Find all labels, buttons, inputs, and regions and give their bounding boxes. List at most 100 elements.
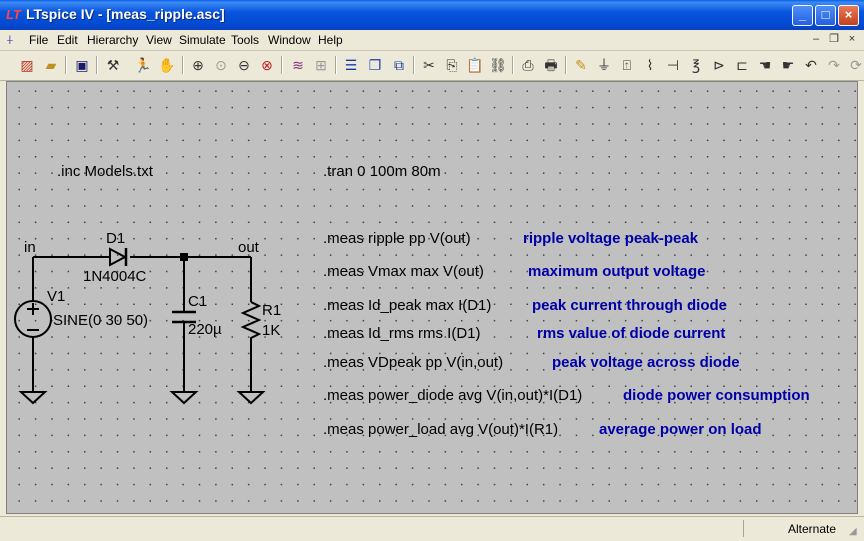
cascade-windows-icon[interactable]: ❐ [368, 57, 382, 73]
menu-window[interactable]: Window [268, 33, 311, 47]
toolbar-separator [65, 56, 67, 74]
schematic-drawing: .inc Models.txt .tran 0 100m 80m in out … [14, 163, 810, 438]
print-icon[interactable]: 🖶 [544, 57, 558, 73]
resize-grip-icon[interactable]: ◢ [849, 526, 857, 537]
diode-symbol-icon[interactable]: ⊳ [713, 57, 725, 73]
junction-dot [180, 253, 188, 261]
zoom-in-icon[interactable]: ⊕ [192, 57, 204, 73]
redo-icon[interactable]: ↷ [828, 57, 840, 73]
autorange-icon[interactable]: ≋ [292, 57, 304, 73]
toolbar: ▨ ▰ ▣ ⚒ 🏃 ✋ ⊕ ⊙ ⊖ ⊗ ≋ ⊞ ☰ ❐ ⧉ ✂ ⎘ 📋 ⛓ ⎙ … [0, 51, 864, 81]
d1-value[interactable]: 1N4004C [83, 268, 147, 285]
toolbar-separator [281, 56, 283, 74]
meas-command[interactable]: .meas Vmax max V(out) [323, 263, 484, 280]
label-net-icon[interactable]: ⍐ [622, 57, 632, 73]
ground-c1-symbol[interactable] [169, 391, 199, 405]
ground-symbol-icon[interactable]: ⏚ [597, 57, 611, 73]
meas-command[interactable]: .meas power_diode avg V(in,out)*I(D1) [323, 387, 582, 404]
capacitor-symbol-icon[interactable]: ⊣ [666, 57, 680, 73]
toolbar-separator [96, 56, 98, 74]
tile-horizontal-icon[interactable]: ☰ [344, 57, 358, 73]
save-icon[interactable]: ▣ [75, 57, 89, 73]
net-label-in[interactable]: in [24, 239, 36, 256]
window-title: LTspice IV - [meas_ripple.asc] [26, 6, 225, 22]
meas-comment[interactable]: diode power consumption [623, 387, 810, 404]
menu-help[interactable]: Help [318, 33, 343, 47]
voltage-source-v1-symbol[interactable] [14, 300, 52, 338]
menu-hierarchy[interactable]: Hierarchy [87, 33, 139, 47]
r1-name[interactable]: R1 [262, 302, 281, 319]
meas-comment[interactable]: rms value of diode current [537, 325, 725, 342]
toolbar-separator [182, 56, 184, 74]
zoom-fit-icon[interactable]: ⊗ [261, 57, 273, 73]
menu-bar: ⍭ File Edit Hierarchy View Simulate Tool… [0, 30, 864, 51]
menu-view[interactable]: View [146, 33, 172, 47]
draw-wire-pencil-icon[interactable]: ✎ [575, 57, 587, 73]
meas-comment[interactable]: maximum output voltage [528, 263, 706, 280]
title-bar[interactable]: LT LTspice IV - [meas_ripple.asc] _ □ × [0, 0, 864, 30]
copy-icon[interactable]: ⎘ [446, 57, 458, 73]
ground-v1-symbol[interactable] [18, 391, 48, 405]
directive-include[interactable]: .inc Models.txt [57, 163, 154, 180]
inductor-symbol-icon[interactable]: ℥ [691, 57, 701, 73]
drag-hand-icon[interactable]: ☛ [781, 57, 795, 73]
ground-r1-symbol[interactable] [236, 391, 266, 405]
print-preview-icon[interactable]: ⎙ [522, 57, 534, 73]
meas-comment[interactable]: peak voltage across diode [552, 354, 740, 371]
directive-tran[interactable]: .tran 0 100m 80m [323, 163, 441, 180]
tile-vertical-icon[interactable]: ⧉ [394, 57, 404, 73]
meas-command[interactable]: .meas Id_peak max I(D1) [323, 297, 491, 314]
menu-simulate[interactable]: Simulate [179, 33, 226, 47]
paste-icon[interactable]: 📋 [466, 57, 484, 73]
meas-command[interactable]: .meas power_load avg V(out)*I(R1) [323, 421, 558, 438]
menu-file[interactable]: File [29, 33, 49, 47]
mdi-restore-button[interactable]: ❐ [829, 33, 839, 45]
toolbar-separator [512, 56, 514, 74]
document-icon[interactable]: ⍭ [6, 32, 14, 47]
menu-tools[interactable]: Tools [231, 33, 260, 47]
control-panel-hammer-icon[interactable]: ⚒ [106, 57, 120, 73]
toolbar-separator [413, 56, 415, 74]
meas-command[interactable]: .meas Id_rms rms I(D1) [323, 325, 481, 342]
meas-comment[interactable]: average power on load [599, 421, 762, 438]
c1-name[interactable]: C1 [188, 293, 207, 310]
new-schematic-icon[interactable]: ▨ [20, 57, 34, 73]
halt-hand-icon[interactable]: ✋ [158, 57, 176, 73]
open-folder-icon[interactable]: ▰ [45, 57, 57, 73]
schematic-canvas[interactable]: .inc Models.txt .tran 0 100m 80m in out … [6, 81, 858, 514]
r1-value[interactable]: 1K [262, 322, 280, 339]
zoom-pan-icon[interactable]: ⊙ [215, 57, 227, 73]
find-binoculars-icon[interactable]: ⛓ [489, 57, 507, 73]
status-panel [743, 520, 844, 537]
c1-value[interactable]: 220µ [188, 321, 222, 338]
meas-command[interactable]: .meas VDpeak pp V(in,out) [323, 354, 503, 371]
d1-name[interactable]: D1 [106, 230, 125, 247]
zoom-out-icon[interactable]: ⊖ [238, 57, 250, 73]
component-symbol-icon[interactable]: ⊏ [736, 57, 748, 73]
net-label-out[interactable]: out [238, 239, 260, 256]
undo-icon[interactable]: ↶ [805, 57, 817, 73]
minimize-button[interactable]: _ [792, 5, 813, 26]
close-button[interactable]: × [838, 5, 859, 26]
diode-d1-symbol[interactable] [109, 247, 128, 267]
add-trace-icon[interactable]: ⊞ [315, 57, 327, 73]
mdi-close-button[interactable]: × [848, 33, 856, 45]
status-mode-text: Alternate [787, 522, 836, 536]
move-hand-icon[interactable]: ☚ [758, 57, 772, 73]
mdi-minimize-button[interactable]: – [812, 33, 820, 45]
resistor-r1-symbol[interactable] [240, 301, 262, 342]
rotate-icon[interactable]: ⟳ [850, 57, 862, 73]
meas-command[interactable]: .meas ripple pp V(out) [323, 230, 471, 247]
v1-value[interactable]: SINE(0 30 50) [53, 312, 148, 329]
resistor-symbol-icon[interactable]: ⌇ [646, 57, 654, 73]
capacitor-c1-symbol[interactable] [172, 310, 196, 324]
toolbar-separator [565, 56, 567, 74]
meas-comment[interactable]: peak current through diode [532, 297, 727, 314]
v1-name[interactable]: V1 [47, 288, 65, 305]
meas-comment[interactable]: ripple voltage peak-peak [523, 230, 699, 247]
menu-edit[interactable]: Edit [57, 33, 78, 47]
ltspice-app-icon[interactable]: LT [6, 7, 21, 22]
cut-scissors-icon[interactable]: ✂ [423, 57, 435, 73]
run-icon[interactable]: 🏃 [134, 57, 152, 73]
maximize-button[interactable]: □ [815, 5, 836, 26]
